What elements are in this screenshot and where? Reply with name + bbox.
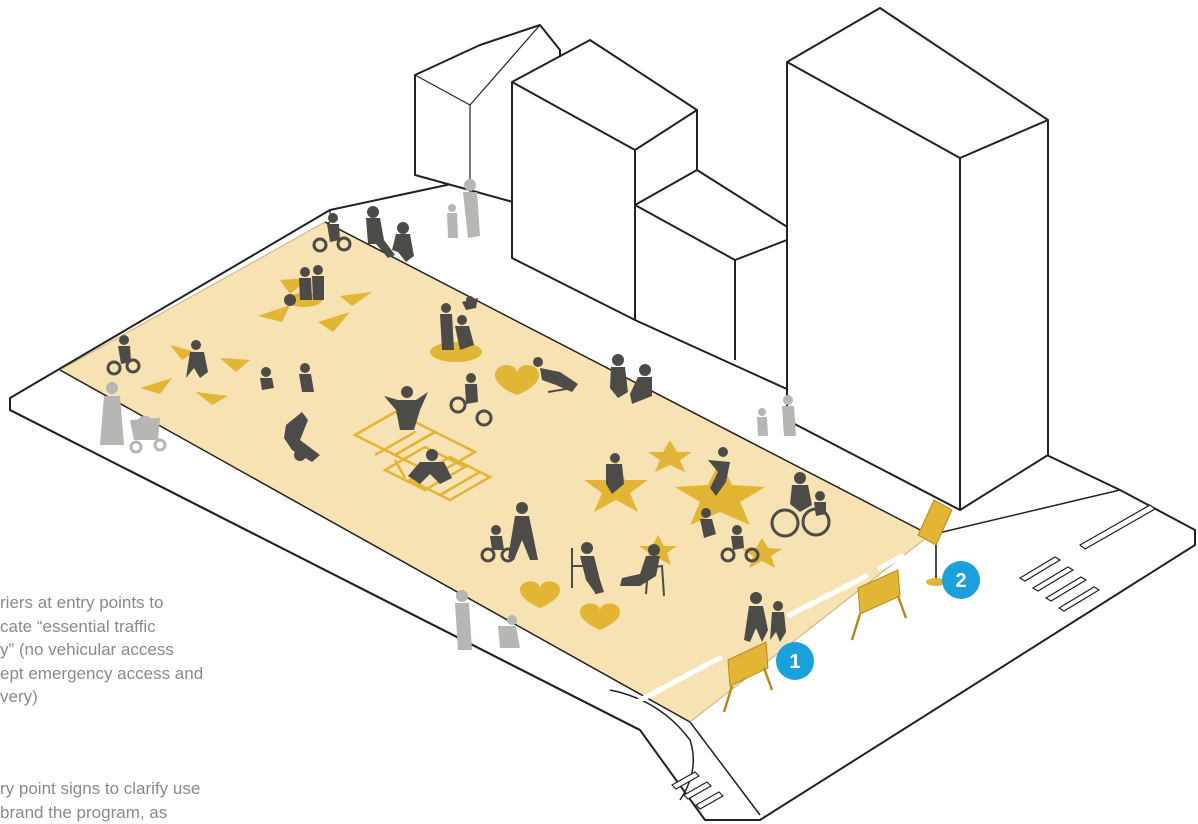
note-line: cate “essential traffic xyxy=(0,615,290,639)
note-line: ry point signs to clarify use xyxy=(0,777,290,801)
svg-text:1: 1 xyxy=(789,651,800,673)
callout-2: 2 xyxy=(942,561,980,599)
barrier-note: riers at entry points to cate “essential… xyxy=(0,591,290,709)
note-line: riers at entry points to xyxy=(0,591,290,615)
svg-text:2: 2 xyxy=(955,570,966,592)
entry-sign-note: ry point signs to clarify use brand the … xyxy=(0,777,290,824)
note-line: y” (no vehicular access xyxy=(0,638,290,662)
note-line: very) xyxy=(0,685,290,709)
note-line: brand the program, as xyxy=(0,801,290,824)
callout-1: 1 xyxy=(776,642,814,680)
note-line: ept emergency access and xyxy=(0,662,290,686)
